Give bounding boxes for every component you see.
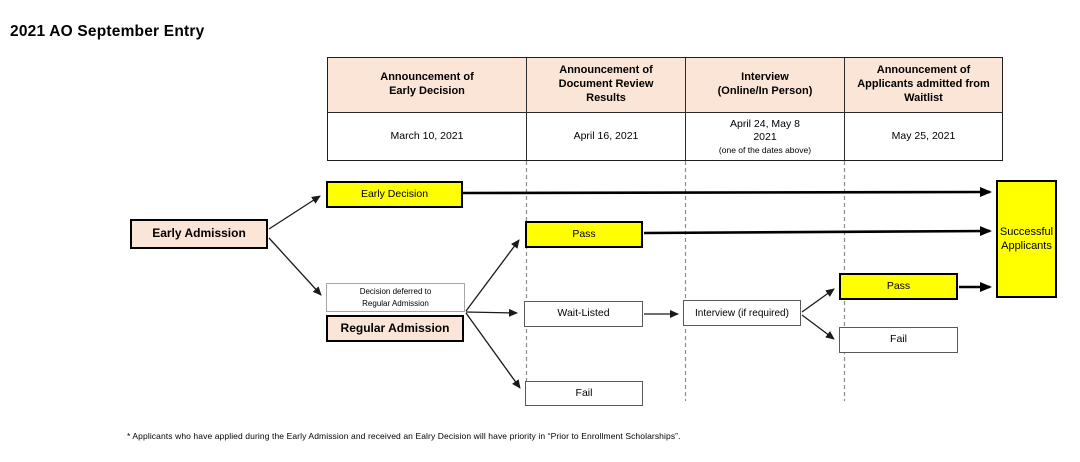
- schedule-header-waitlist: Announcement of Applicants admitted from…: [845, 58, 1002, 113]
- waitlist-fail-box: Fail: [839, 327, 958, 353]
- arrow-regular-to-pass: [465, 239, 520, 312]
- regular-admission-box: Regular Admission: [326, 315, 464, 342]
- early-admission-box: Early Admission: [130, 219, 268, 249]
- schedule-date-document-review: April 16, 2021: [527, 113, 686, 160]
- schedule-date-waitlist: May 25, 2021: [891, 129, 956, 142]
- arrow-interview-to-pass: [801, 288, 835, 313]
- wait-listed-box: Wait-Listed: [524, 301, 643, 327]
- document-review-pass-box: Pass: [525, 221, 643, 248]
- schedule-date-interview: April 24, May 8 2021 (one of the dates a…: [686, 113, 845, 160]
- schedule-header-early-decision: Announcement of Early Decision: [328, 58, 527, 113]
- interview-if-required-box: Interview (if required): [683, 300, 801, 326]
- schedule-header-interview: Interview (Online/In Person): [686, 58, 845, 113]
- schedule-date-early-decision: March 10, 2021: [328, 113, 527, 160]
- deferred-decision-box: Decision deferred to Regular Admission: [326, 283, 465, 312]
- arrow-regular-to-waitlisted: [465, 308, 518, 317]
- schedule-date-interview-dates: April 24, May 8 2021: [729, 117, 801, 143]
- schedule-table: Announcement of Early Decision Announcem…: [327, 57, 1003, 161]
- page-title: 2021 AO September Entry: [10, 23, 205, 40]
- waitlist-pass-box: Pass: [839, 273, 958, 300]
- arrow-early-admission-to-early-decision: [268, 195, 321, 230]
- early-decision-box: Early Decision: [326, 181, 463, 208]
- arrow-interview-to-fail: [801, 314, 835, 340]
- successful-applicants-box: Successful Applicants: [996, 180, 1057, 298]
- arrow-early-admission-to-deferred: [268, 237, 322, 296]
- document-review-fail-box: Fail: [525, 381, 643, 406]
- arrow-pass-to-successful: [643, 226, 992, 237]
- arrow-regular-to-fail: [465, 312, 521, 389]
- schedule-header-document-review: Announcement of Document Review Results: [527, 58, 686, 113]
- arrow-early-decision-to-successful: [462, 187, 992, 198]
- footnote: * Applicants who have applied during the…: [127, 431, 681, 441]
- schedule-date-interview-note: (one of the dates above): [718, 144, 812, 155]
